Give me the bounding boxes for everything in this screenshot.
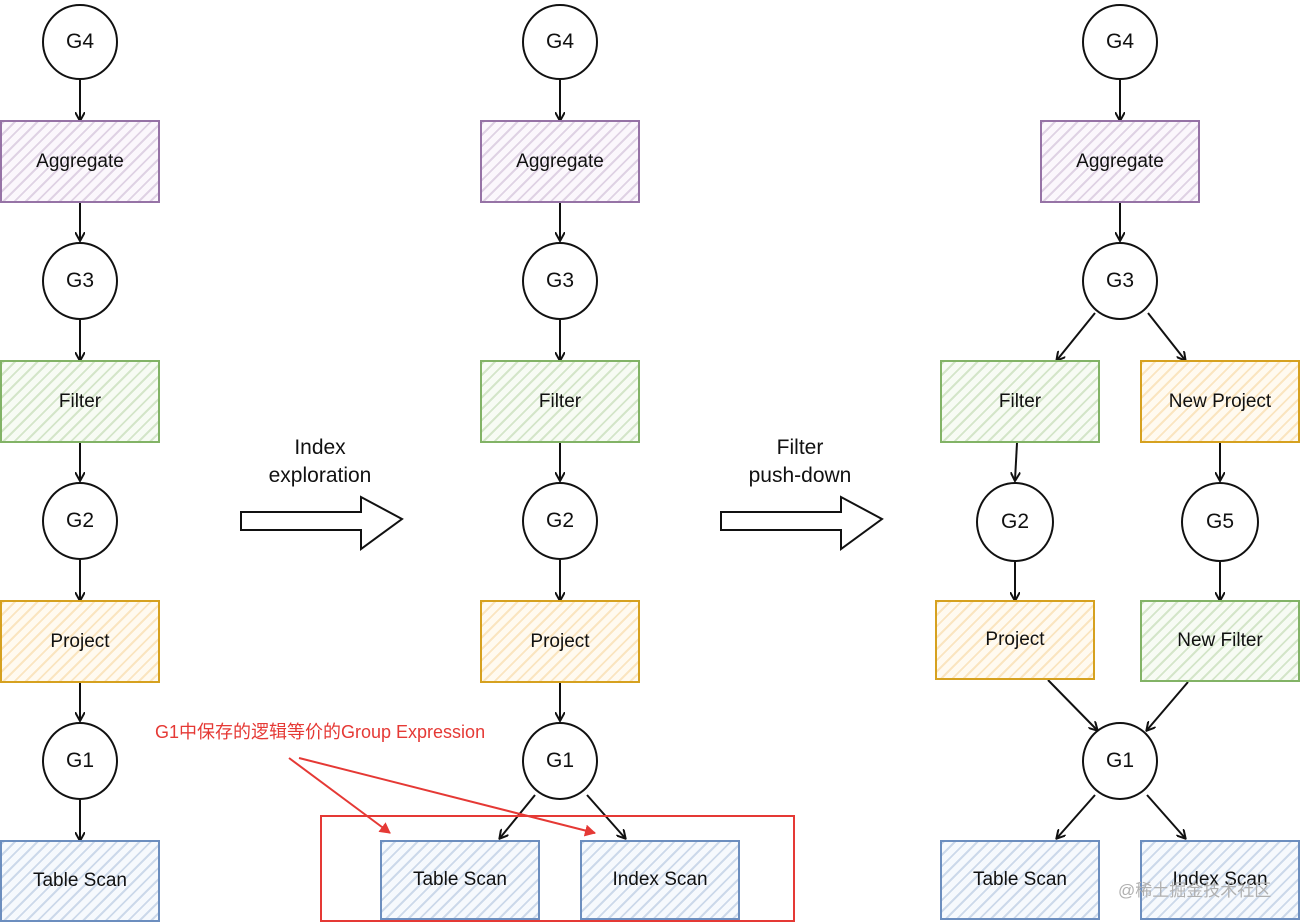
left-group-g2: G2: [42, 482, 118, 560]
step2-arrow: [720, 495, 884, 551]
annotation-arrow-tablescan: [288, 757, 391, 834]
right-newfilter-operator: New Filter: [1140, 600, 1300, 682]
step1-arrow: [240, 495, 404, 551]
watermark: @稀土掘金技术社区: [1118, 881, 1272, 900]
middle-group-g2: G2: [522, 482, 598, 560]
left-aggregate-operator: Aggregate: [0, 120, 160, 203]
right-aggregate-operator: Aggregate: [1040, 120, 1200, 203]
step1-label-line2: exploration: [268, 464, 372, 487]
middle-project-operator: Project: [480, 600, 640, 683]
step2-label-line1: Filter: [776, 436, 824, 459]
edge-r-g1-indexscan: [1146, 794, 1185, 838]
middle-group-g4: G4: [522, 4, 598, 80]
middle-group-g3: G3: [522, 242, 598, 320]
middle-indexscan-operator: Index Scan: [580, 840, 740, 920]
group-expression-annotation: G1中保存的逻辑等价的Group Expression: [155, 722, 486, 742]
left-filter-operator: Filter: [0, 360, 160, 443]
middle-filter-operator: Filter: [480, 360, 640, 443]
annotation-arrow-indexscan: [298, 757, 596, 837]
right-project-operator: Project: [935, 600, 1095, 680]
right-group-g3: G3: [1082, 242, 1158, 320]
middle-aggregate-operator: Aggregate: [480, 120, 640, 203]
left-project-operator: Project: [0, 600, 160, 683]
left-group-g4: G4: [42, 4, 118, 80]
step1-label-line1: Index: [294, 436, 346, 459]
step1-label: Index exploration: [240, 434, 400, 490]
edge-r-project-g1: [1047, 679, 1097, 730]
edge-r-newfilter-g1: [1147, 681, 1189, 730]
left-group-g1: G1: [42, 722, 118, 800]
edge-r-g3-newproject: [1147, 312, 1185, 360]
right-newproject-operator: New Project: [1140, 360, 1300, 443]
step2-label-line2: push-down: [748, 464, 852, 487]
middle-tablescan-operator: Table Scan: [380, 840, 540, 920]
right-group-g4: G4: [1082, 4, 1158, 80]
middle-group-g1: G1: [522, 722, 598, 800]
right-group-g1: G1: [1082, 722, 1158, 800]
left-tablescan-operator: Table Scan: [0, 840, 160, 922]
equivalent-expressions-highlight: [320, 815, 795, 922]
edge-r-g3-filter: [1057, 312, 1096, 360]
edge-r-g1-tablescan: [1057, 794, 1096, 838]
right-filter-operator: Filter: [940, 360, 1100, 443]
right-indexscan-operator: Index Scan: [1140, 840, 1300, 920]
right-tablescan-operator: Table Scan: [940, 840, 1100, 920]
right-group-g5: G5: [1181, 482, 1259, 562]
right-group-g2: G2: [976, 482, 1054, 562]
step2-label: Filter push-down: [720, 434, 880, 490]
edge-r-filter-g2: [1015, 442, 1017, 480]
left-group-g3: G3: [42, 242, 118, 320]
